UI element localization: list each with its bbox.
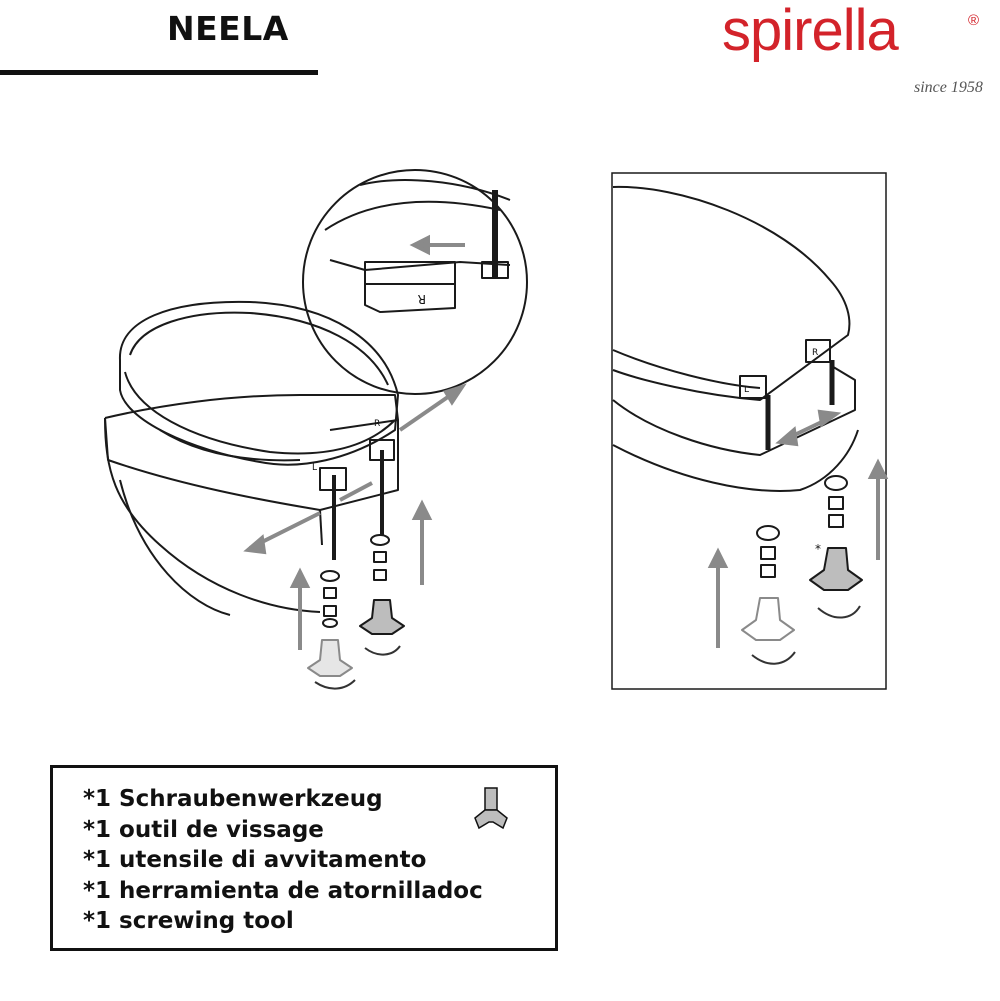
secondary-hinge-right	[805, 339, 831, 363]
tool-description-fr: *1 outil de vissage	[83, 816, 324, 843]
nut-left-1	[323, 587, 337, 599]
tool-description-es: *1 herramienta de atornilladoc	[83, 877, 483, 904]
toilet-bowl	[104, 417, 321, 613]
tool-description-list: *1 Schraubenwerkzeug *1 outil de vissage…	[83, 784, 483, 937]
zoom-hinge-label-right: R	[418, 292, 426, 306]
tool-asterisk-marker: *	[815, 542, 821, 556]
washer-left	[320, 570, 340, 582]
secondary-tool-right-icon	[809, 547, 863, 591]
included-tool-box: *1 Schraubenwerkzeug *1 outil de vissage…	[50, 765, 558, 951]
product-name-title: NEELA	[167, 9, 289, 48]
tool-description-it: *1 utensile di avvitamento	[83, 847, 427, 873]
screwing-tool-icon	[474, 787, 508, 830]
tool-description-en: *1 screwing tool	[83, 908, 294, 934]
hinge-label-left: L	[312, 463, 317, 473]
hinge-label-right: R	[374, 419, 380, 429]
secondary-tool-left-icon	[741, 597, 795, 641]
nut-left-2	[323, 605, 337, 617]
screwing-tool-left-icon	[307, 639, 353, 677]
title-underline	[0, 70, 318, 75]
nut-right-2	[373, 569, 387, 581]
secondary-hinge-left	[739, 375, 767, 399]
washer-right	[370, 534, 390, 546]
brand-tagline: since 1958	[914, 79, 983, 96]
brand-logo: spirella	[722, 0, 899, 63]
nut-right-1	[373, 551, 387, 563]
secondary-frame	[611, 172, 887, 690]
secondary-hinge-label-left: L	[744, 385, 749, 395]
tool-description-de: *1 Schraubenwerkzeug	[83, 786, 383, 812]
screwing-tool-right-icon	[359, 599, 405, 635]
toilet-seat-lid	[118, 300, 399, 466]
registered-mark: ®	[968, 12, 980, 29]
secondary-hinge-label-right: R	[812, 348, 818, 358]
detail-zoom-circle	[302, 169, 528, 395]
